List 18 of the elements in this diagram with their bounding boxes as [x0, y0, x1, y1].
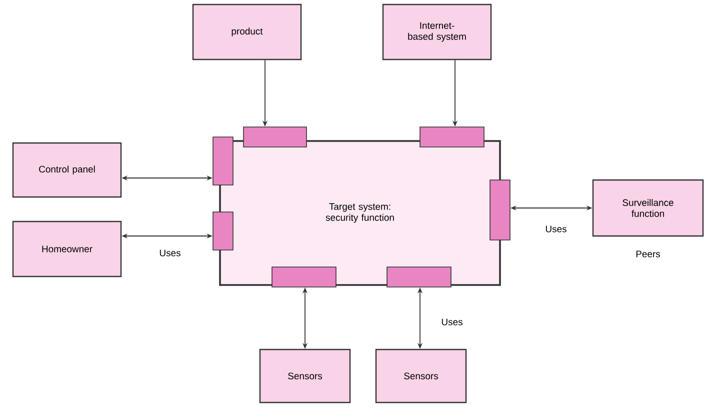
port-box [420, 126, 484, 148]
entity-box: Surveillance function [592, 179, 704, 237]
port-box [243, 126, 307, 148]
entity-box: Internet-based system [382, 4, 492, 60]
port-box [212, 212, 234, 250]
port-box [386, 266, 452, 288]
port-box [272, 266, 336, 288]
edge-label: Uses [442, 318, 462, 326]
entity-box: Sensors [375, 348, 467, 404]
entity-box: product [192, 4, 302, 60]
edge-label: Uses [160, 250, 180, 256]
edge-label: Uses [546, 226, 566, 232]
beside-label: Peers [636, 250, 660, 258]
entity-box: Control panel [12, 142, 122, 198]
entity-box: Sensors [259, 348, 351, 404]
entity-box: Homeowner [12, 220, 122, 278]
port-box [212, 136, 234, 186]
port-box [490, 180, 510, 240]
